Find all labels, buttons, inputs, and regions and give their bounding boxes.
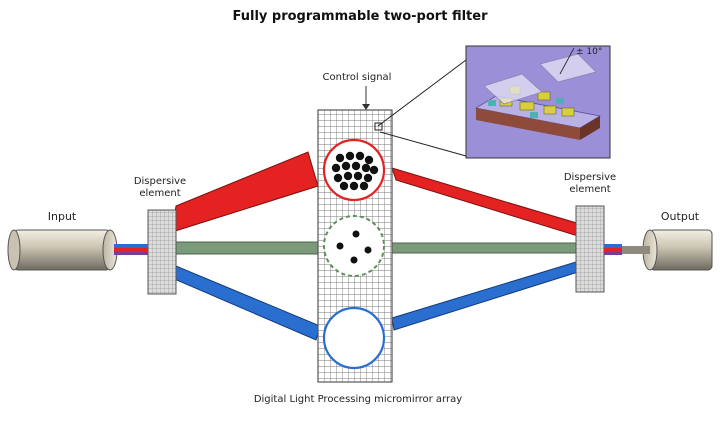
beams (171, 151, 581, 341)
blue-mirror-region (322, 306, 386, 370)
micromirror-array (317, 109, 393, 383)
dispersive-right-label-line1: Dispersive (564, 172, 616, 183)
tilt-angle-label: ± 10° (576, 47, 602, 57)
green-mirror-region (323, 215, 385, 277)
red-beam-right (391, 167, 581, 237)
control-signal-arrowhead (362, 104, 370, 110)
active-mirror-dots (331, 151, 379, 191)
zoom-line-top (377, 59, 467, 127)
control-signal-label: Control signal (323, 72, 392, 83)
dispersive-right-label-line2: element (569, 184, 610, 195)
input-label: Input (48, 210, 77, 223)
mirror-closeup-inset: ± 10° (465, 45, 611, 159)
output-label: Output (661, 210, 700, 223)
dispersive-left-label-line2: element (139, 188, 180, 199)
dispersive-element-right (575, 205, 605, 293)
green-mirror-dots (336, 230, 372, 264)
array-caption: Digital Light Processing micromirror arr… (254, 394, 462, 405)
zoom-line-bottom (379, 131, 467, 157)
green-beam-right (391, 242, 577, 254)
dispersive-element-left (147, 209, 177, 295)
blue-beam-right (391, 261, 579, 331)
zoom-target (374, 122, 383, 131)
diagram-title: Fully programmable two-port filter (233, 9, 489, 24)
dispersive-left-label-line1: Dispersive (134, 176, 186, 187)
green-beam-left (175, 241, 321, 255)
blue-beam-left (171, 265, 321, 341)
red-beam-left (171, 151, 319, 233)
input-fiber (7, 229, 148, 271)
output-fiber (604, 229, 713, 271)
